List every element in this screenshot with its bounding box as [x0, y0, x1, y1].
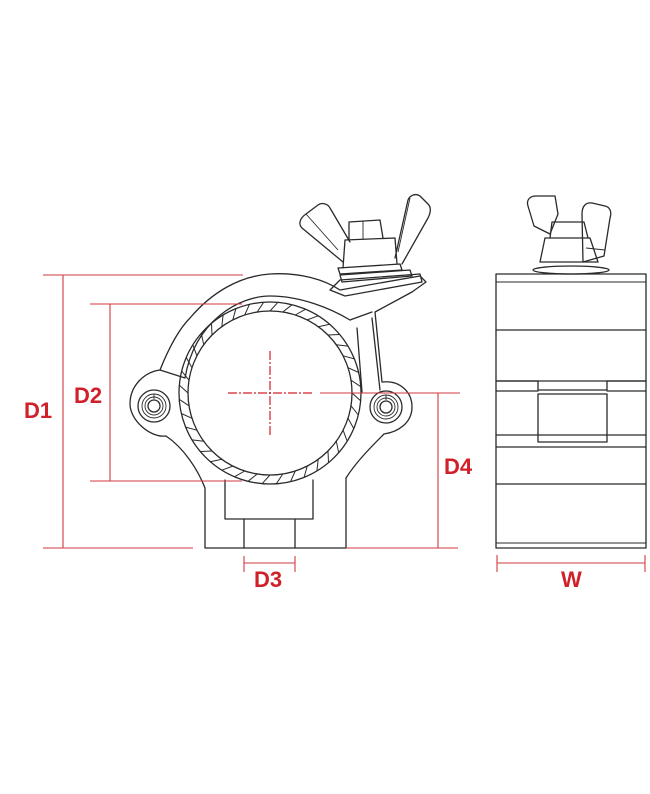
d1-label: D1: [24, 398, 53, 423]
wing-nut-side: [526, 195, 612, 275]
side-body-upper: [495, 273, 647, 382]
wing-nut-front: [299, 193, 431, 297]
d3-label: D3: [254, 567, 283, 592]
front-view: [129, 193, 431, 549]
side-body-lower: [495, 380, 647, 549]
d4-label: D4: [444, 454, 473, 479]
tube-wall-hatching: [178, 301, 362, 485]
side-slot: [537, 393, 608, 443]
right-hinge-bolt: [369, 390, 403, 424]
base-bolt-slot: [243, 518, 296, 549]
side-view: [495, 195, 647, 549]
lever-arm: [349, 311, 381, 393]
left-hinge-bolt: [137, 389, 171, 423]
base-block: [224, 479, 314, 520]
w-dimension: [496, 555, 646, 572]
clamp-body-outline: [129, 273, 427, 549]
w-label: W: [561, 567, 582, 592]
front-dimensions: [43, 274, 460, 572]
jaw-inner-arc: [159, 295, 351, 379]
d2-label: D2: [74, 383, 103, 408]
